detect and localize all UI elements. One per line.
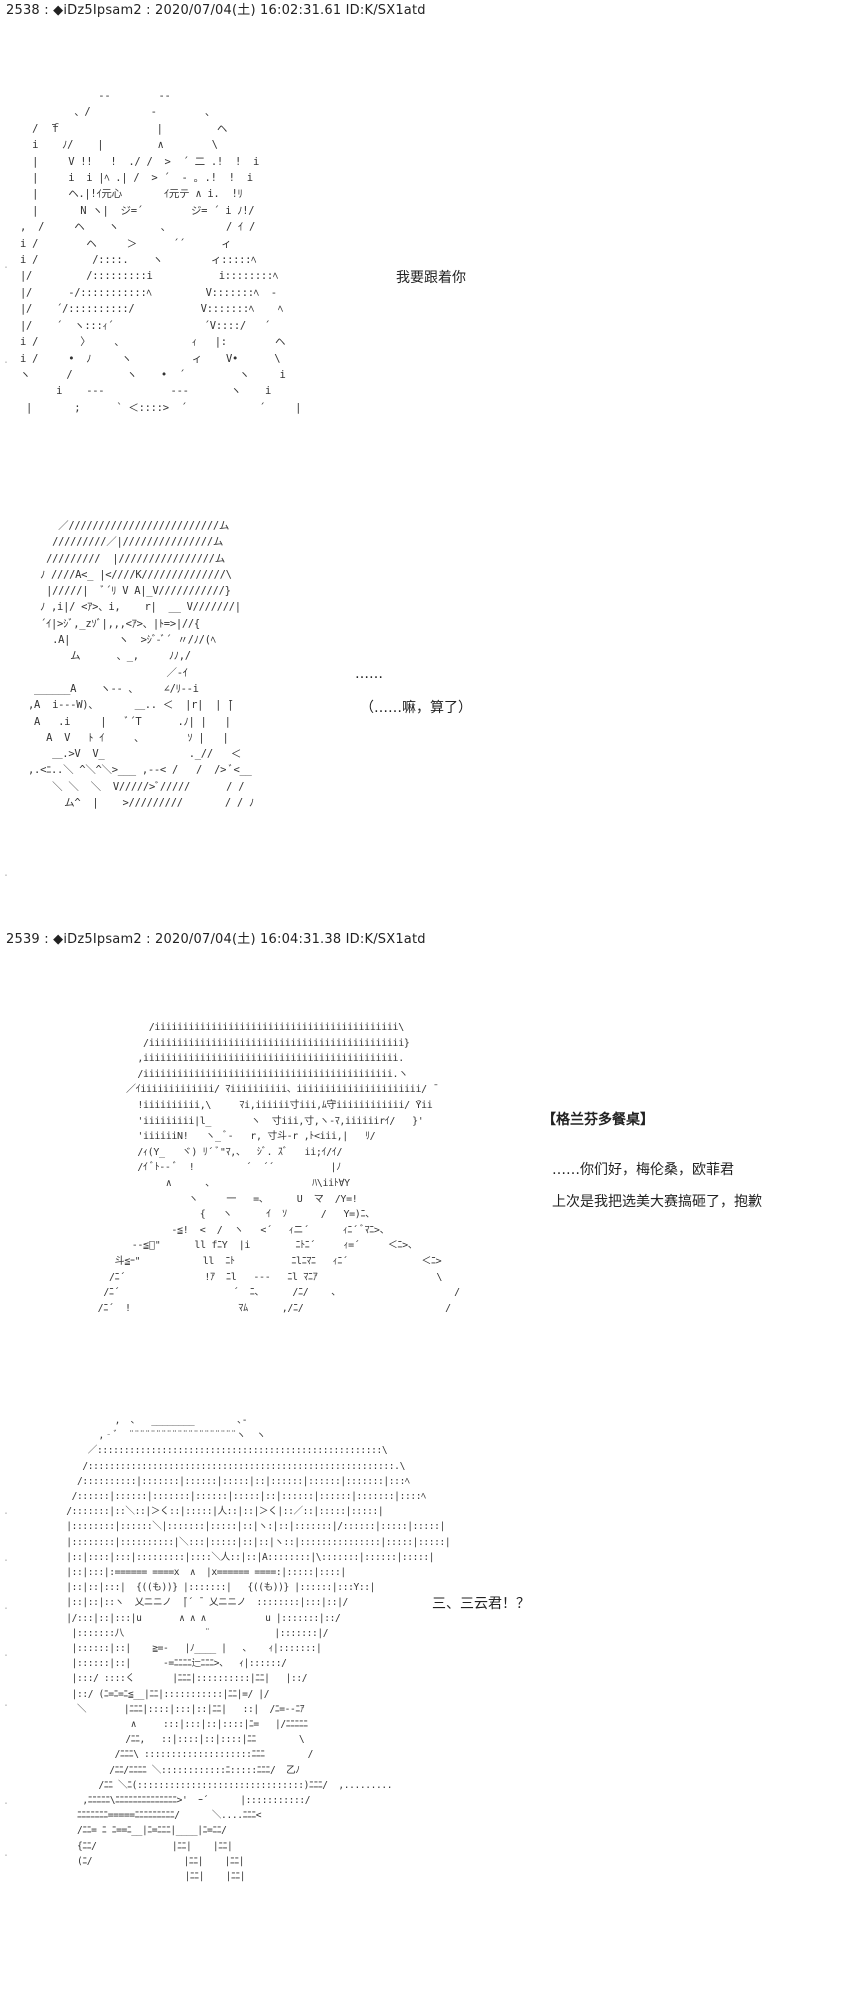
- margin-mark: ･: [4, 871, 8, 880]
- speech-ellipsis: ……: [355, 666, 383, 682]
- ascii-art-girl: ‐- ‐- 、/ ‐ 、 / ̄ｆ | ヘ i ﾉ/ | ∧ \ | V !! …: [20, 90, 302, 414]
- margin-mark: ･: [4, 1556, 8, 1565]
- margin-mark: ･: [4, 1851, 8, 1860]
- ascii-art-girl-glasses: , ､ ________ ､- ,‐ﾞ ¨¨¨¨¨¨¨¨¨¨¨¨¨¨¨¨¨¨¨¨…: [66, 1415, 451, 1883]
- location-label: 【格兰芬多餐桌】: [542, 1112, 654, 1128]
- margin-mark: ･: [4, 1509, 8, 1518]
- post-header: 2539 : ◆iDz5Ipsam2 : 2020/07/04(土) 16:04…: [6, 932, 426, 947]
- margin-mark: ･: [4, 1799, 8, 1808]
- speech-sigh: （……嘛，算了）: [360, 700, 472, 716]
- margin-mark: ･: [4, 1604, 8, 1613]
- post-header: 2538 : ◆iDz5Ipsam2 : 2020/07/04(土) 16:02…: [6, 3, 426, 18]
- speech-hello: ……你们好，梅伦桑，欧菲君: [552, 1162, 734, 1178]
- speech-apology: 上次是我把选美大赛搞砸了，抱歉: [552, 1194, 762, 1210]
- speech-surprise: 三、三云君！？: [432, 1596, 530, 1612]
- ascii-art-boy: ／/////////////////////////ム /////////／|/…: [28, 520, 254, 810]
- margin-mark: ･: [4, 358, 8, 367]
- speech-follow: 我要跟着你: [396, 270, 466, 286]
- post-2538: 2538 : ◆iDz5Ipsam2 : 2020/07/04(土) 16:02…: [0, 0, 868, 900]
- margin-mark: ･: [4, 1701, 8, 1710]
- margin-mark: ･: [4, 263, 8, 272]
- ascii-art-man: /iiiiiiiiiiiiiiiiiiiiiiiiiiiiiiiiiiiiiii…: [97, 1022, 461, 1314]
- margin-mark: ･: [4, 1651, 8, 1660]
- post-2539: 2539 : ◆iDz5Ipsam2 : 2020/07/04(土) 16:04…: [0, 920, 868, 2000]
